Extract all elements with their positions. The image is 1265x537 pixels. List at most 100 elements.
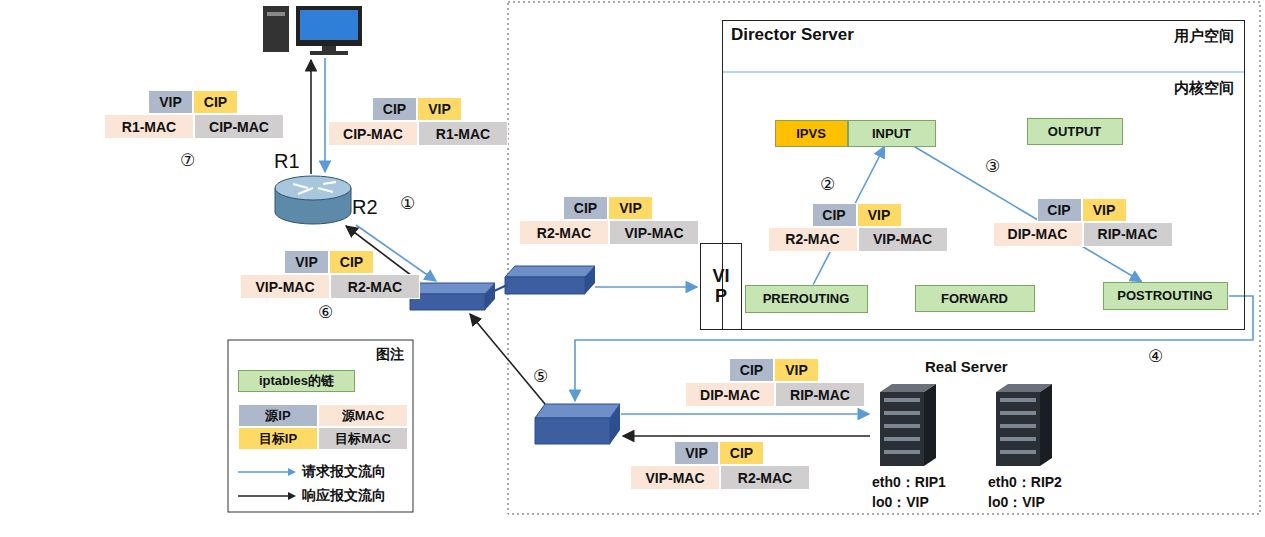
server-slot (884, 398, 920, 402)
switch-top (535, 404, 620, 418)
dst-mac-cell: R2-MAC (330, 274, 420, 299)
box-text: CIP-MAC (343, 126, 403, 142)
server-side (1040, 384, 1052, 466)
callout-number: ⑥ (318, 302, 333, 323)
box-text: VIP (712, 267, 730, 307)
box-text: RIP-MAC (1098, 226, 1158, 242)
legend-frame (228, 340, 413, 512)
dst-mac-cell: RIP-MAC (775, 382, 865, 407)
router-arrows (293, 182, 336, 194)
router-top (275, 176, 351, 200)
legend-text: 请求报文流向 (302, 463, 386, 481)
interface-label: eth0：RIP1 (872, 472, 964, 492)
space-label: 用户空间 (1174, 27, 1234, 46)
legend-swatch: 目标IP (238, 427, 318, 450)
legend-item: 源MAC (318, 404, 408, 427)
server-slot (1000, 450, 1036, 454)
interface-label: eth0：RIP2 (988, 472, 1080, 492)
server-slot (884, 424, 920, 428)
box-text: POSTROUTING (1117, 288, 1212, 303)
switch-front (505, 277, 585, 294)
callout-number: ① (400, 193, 415, 214)
callout-number: ⑦ (180, 150, 195, 171)
request-arrow (595, 286, 697, 288)
legend-item: 目标MAC (318, 427, 408, 450)
box-text: CIP (1047, 202, 1070, 218)
space-label: 内核空间 (1174, 79, 1234, 98)
legend-text: 目标MAC (335, 430, 391, 448)
server-slot (884, 450, 920, 454)
switch-side (585, 266, 595, 294)
box-text: R2-MAC (738, 470, 792, 486)
chain-box: POSTROUTING (1103, 282, 1228, 310)
server-title: Director Server (731, 25, 854, 45)
space-divider (723, 71, 1244, 72)
box-text: R1-MAC (122, 119, 176, 135)
legend-text: 响应报文流向 (302, 487, 386, 505)
box-text: PREROUTING (763, 291, 850, 306)
legend-swatch: 目标MAC (318, 427, 408, 450)
legend-line-sample (238, 486, 298, 506)
src-ip-cell: CIP (1037, 198, 1082, 222)
dst-ip-cell: VIP (608, 196, 653, 220)
legend-title: 图注 (376, 346, 404, 364)
interface-label: lo0：VIP (872, 492, 964, 512)
legend-text: 源MAC (342, 407, 385, 425)
dst-mac-cell: R1-MAC (418, 121, 508, 146)
legend-item: 请求报文流向 (238, 462, 386, 482)
legend-item: 响应报文流向 (238, 486, 386, 506)
legend-text: iptables的链 (259, 372, 334, 390)
switch-front (535, 418, 610, 444)
dst-mac-cell: VIP-MAC (858, 227, 948, 252)
src-mac-cell: VIP-MAC (630, 465, 720, 490)
switch-front (410, 294, 485, 310)
box-text: INPUT (872, 126, 911, 141)
response-arrow (623, 435, 870, 437)
box-text: DIP-MAC (1008, 226, 1068, 242)
box-text: FORWARD (941, 291, 1008, 306)
box-text: CIP-MAC (209, 119, 269, 135)
box-text: CIP (822, 207, 845, 223)
chain-box: OUTPUT (1027, 118, 1123, 145)
src-mac-cell: VIP-MAC (240, 274, 330, 299)
server-icon (872, 380, 964, 470)
switch-link (492, 285, 507, 292)
server-front (880, 392, 924, 466)
box-text: VIP-MAC (255, 279, 314, 295)
box-text: VIP-MAC (645, 470, 704, 486)
box-text: VIP-MAC (873, 231, 932, 247)
callout-number: ③ (985, 156, 1000, 177)
switch-top (410, 283, 495, 294)
flow-connector (914, 147, 1141, 282)
dst-mac-cell: CIP-MAC (194, 114, 284, 139)
dst-ip-cell: CIP (329, 250, 374, 274)
dst-ip-cell: VIP (857, 203, 902, 227)
group-label: Real Server (925, 358, 1008, 375)
box-text: RIP-MAC (790, 387, 850, 403)
box-text: R1-MAC (436, 126, 490, 142)
response-arrow (310, 60, 312, 174)
src-mac-cell: R2-MAC (519, 220, 609, 245)
pc-base (310, 51, 348, 55)
server-slot (1000, 398, 1036, 402)
legend-swatch: iptables的链 (238, 370, 355, 392)
switch-top (505, 266, 595, 277)
switch-side (610, 404, 620, 444)
dst-ip-cell: VIP (417, 97, 462, 121)
callout-number: ⑤ (533, 366, 548, 387)
dst-mac-cell: VIP-MAC (609, 220, 699, 245)
legend-arrow-head (288, 492, 296, 500)
box-text: VIP (295, 254, 318, 270)
callout-number: ④ (1148, 346, 1163, 367)
legend-line (238, 471, 290, 473)
callout-number: ② (820, 174, 835, 195)
legend-item: 源IP (238, 404, 318, 427)
chain-box: PREROUTING (745, 285, 868, 313)
box-text: CIP (204, 94, 227, 110)
dst-mac-cell: RIP-MAC (1083, 222, 1173, 247)
pc-screen (300, 10, 358, 40)
legend-item: 目标IP (238, 427, 318, 450)
network-region (508, 2, 1260, 514)
dst-ip-cell: CIP (719, 441, 764, 465)
